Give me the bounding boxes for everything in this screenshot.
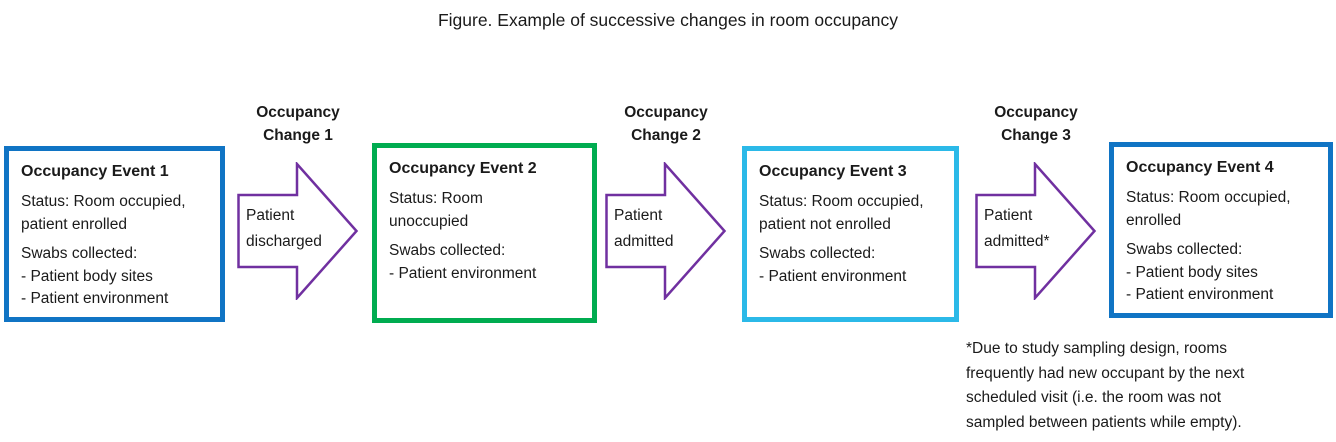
footnote-line: *Due to study sampling design, rooms (966, 340, 1228, 357)
block-arrow-shape (237, 162, 359, 300)
status-line: Status: Room occupied, (21, 193, 186, 210)
status-line: enrolled (1126, 211, 1182, 229)
block-arrow-shape (975, 162, 1097, 300)
label-line: Change 1 (263, 127, 333, 144)
event-box-1-status: Status: Room occupied, patient enrolled (21, 191, 208, 236)
arrow-text-line: Patient (984, 207, 1033, 224)
block-arrow-right-icon (605, 162, 727, 300)
swabs-line: - Patient environment (759, 267, 907, 285)
event-box-2-title: Occupancy Event 2 (389, 160, 537, 177)
block-arrow-right-icon (975, 162, 1097, 300)
footnote-line: frequently had new occupant by the next (966, 364, 1245, 382)
swabs-line: Swabs collected: (759, 245, 876, 262)
label-line: Occupancy (994, 104, 1078, 121)
arrow-text-line: discharged (246, 233, 322, 250)
footnote-line: scheduled visit (i.e. the room was not (966, 389, 1222, 406)
occupancy-change-1-text: Patient discharged (246, 203, 360, 255)
swabs-line: Swabs collected: (389, 242, 506, 259)
block-arrow-right-icon (237, 162, 359, 300)
arrow-text-line: Patient (614, 207, 663, 224)
event-box-1-swabs: Swabs collected: - Patient body sites - … (21, 243, 208, 311)
label-line: Occupancy (624, 104, 708, 121)
arrow-text-line: admitted (614, 233, 674, 250)
label-line: Change 2 (631, 127, 701, 144)
event-box-2: Occupancy Event 2 Status: Room unoccupie… (372, 143, 597, 323)
occupancy-change-2-text: Patient admitted (614, 203, 728, 255)
event-box-2-status: Status: Room unoccupied (389, 188, 580, 233)
footnote-line: sampled between patients while empty). (966, 413, 1242, 431)
label-line: Occupancy (256, 104, 340, 121)
status-line: unoccupied (389, 212, 469, 230)
swabs-line: - Patient body sites (1126, 263, 1258, 281)
occupancy-change-3-label: Occupancy Change 3 (975, 101, 1097, 147)
event-box-4: Occupancy Event 4 Status: Room occupied,… (1109, 142, 1333, 318)
swabs-line: - Patient environment (21, 290, 169, 307)
occupancy-change-2-label: Occupancy Change 2 (605, 101, 727, 147)
event-box-3-swabs: Swabs collected: - Patient environment (759, 243, 942, 288)
swabs-line: - Patient body sites (21, 267, 153, 285)
event-box-1-title: Occupancy Event 1 (21, 163, 169, 180)
event-box-4-title: Occupancy Event 4 (1126, 159, 1274, 176)
swabs-line: Swabs collected: (1126, 241, 1243, 258)
label-line: Change 3 (1001, 127, 1071, 144)
event-box-4-swabs: Swabs collected: - Patient body sites - … (1126, 239, 1316, 307)
status-line: Status: Room occupied, (759, 193, 924, 210)
event-box-4-status: Status: Room occupied, enrolled (1126, 187, 1316, 232)
status-line: Status: Room (389, 190, 483, 207)
footnote: *Due to study sampling design, rooms fre… (966, 337, 1334, 435)
status-line: Status: Room occupied, (1126, 189, 1291, 206)
figure-title: Figure. Example of successive changes in… (437, 10, 899, 30)
event-box-3-status: Status: Room occupied, patient not enrol… (759, 191, 942, 236)
status-line: patient enrolled (21, 215, 127, 233)
event-box-2-swabs: Swabs collected: - Patient environment (389, 240, 580, 285)
occupancy-change-1-label: Occupancy Change 1 (237, 101, 359, 147)
swabs-line: - Patient environment (1126, 286, 1274, 303)
event-box-3-title: Occupancy Event 3 (759, 163, 907, 180)
arrow-text-line: admitted* (984, 233, 1050, 250)
swabs-line: Swabs collected: (21, 245, 138, 262)
event-box-3: Occupancy Event 3 Status: Room occupied,… (742, 146, 959, 322)
event-box-1: Occupancy Event 1 Status: Room occupied,… (4, 146, 225, 322)
swabs-line: - Patient environment (389, 264, 537, 282)
occupancy-change-3-text: Patient admitted* (984, 203, 1098, 255)
arrow-text-line: Patient (246, 207, 295, 224)
status-line: patient not enrolled (759, 215, 891, 233)
block-arrow-shape (605, 162, 727, 300)
